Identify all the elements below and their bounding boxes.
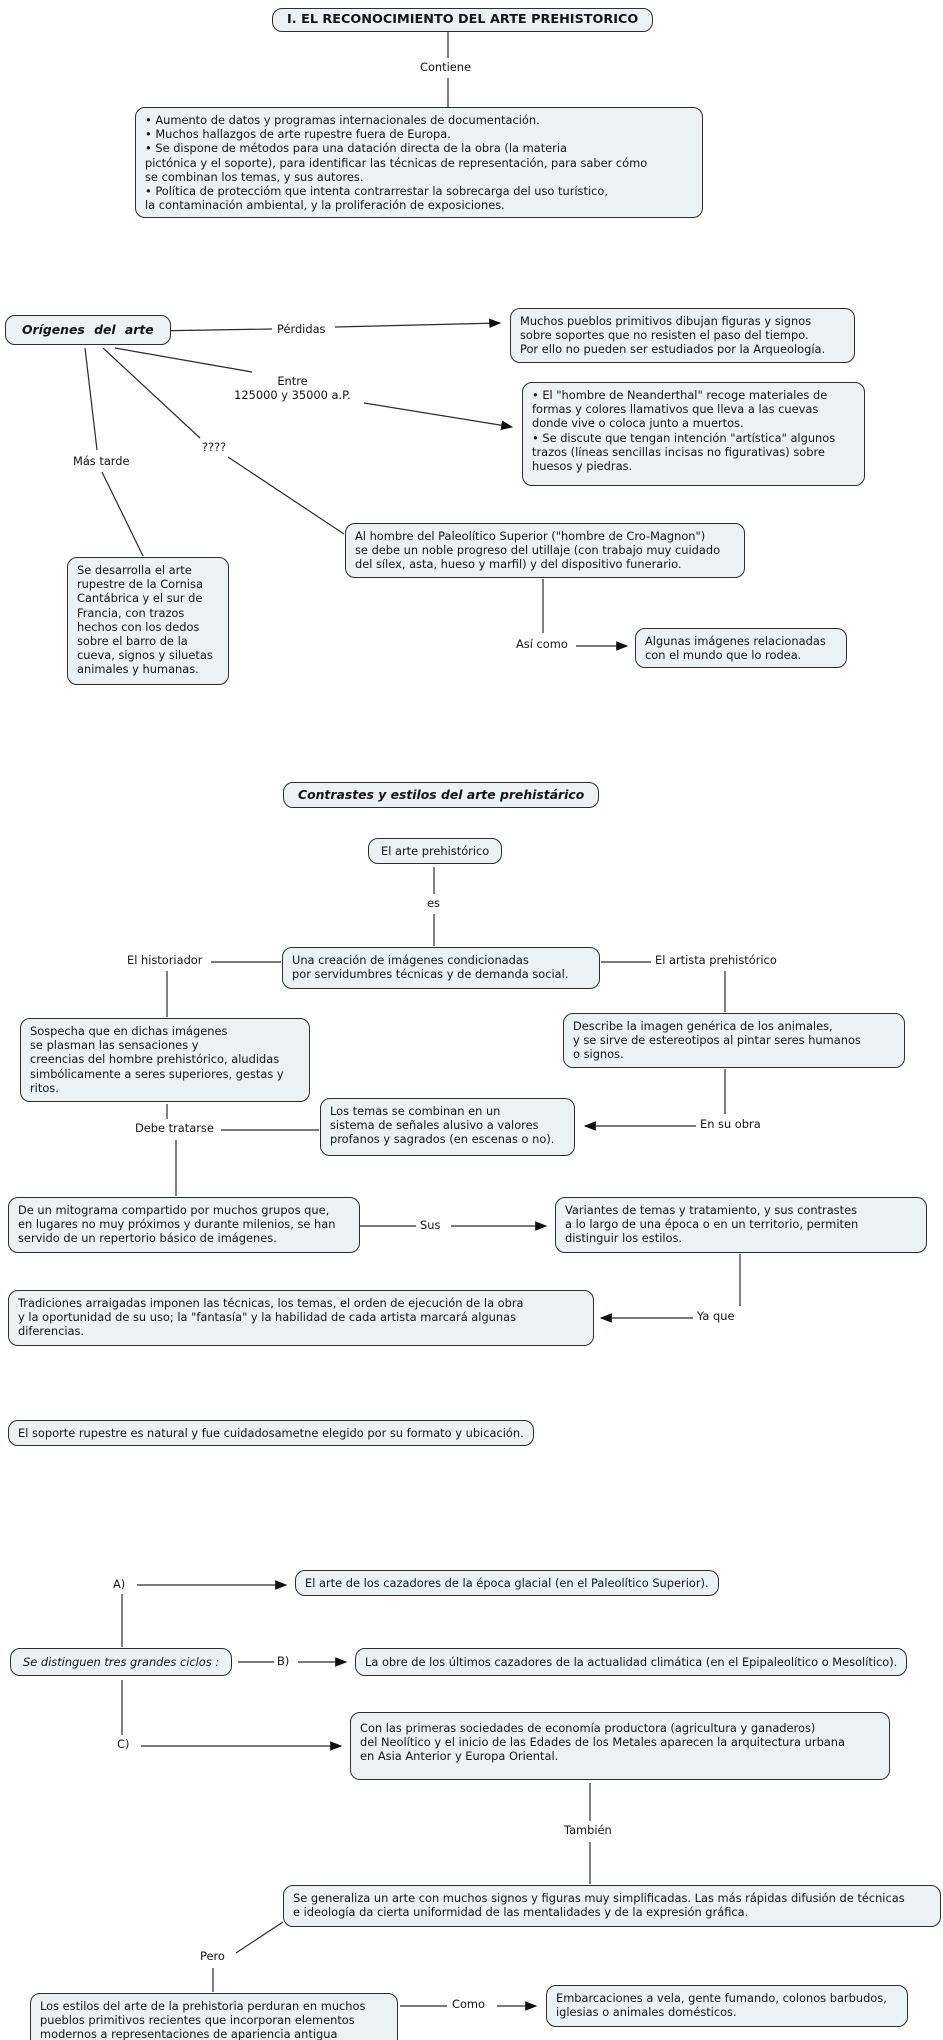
link-label-como[interactable]: Como <box>452 1997 485 2011</box>
link-label-perdidas[interactable]: Pérdidas <box>277 322 326 336</box>
link-label-debe-tratarse[interactable]: Debe tratarse <box>135 1121 214 1135</box>
node-soporte-rupestre[interactable]: El soporte rupestre es natural y fue cui… <box>8 1420 534 1447</box>
node-mitograma[interactable]: De un mitograma compartido por muchos gr… <box>8 1197 360 1253</box>
link-label-mas-tarde[interactable]: Más tarde <box>73 454 130 468</box>
node-estilos-perduran[interactable]: Los estilos del arte de la prehistoria p… <box>30 1993 398 2040</box>
link-label-entre-125000-35000[interactable]: Entre 125000 y 35000 a.P. <box>234 374 351 402</box>
node-tres-grandes-ciclos[interactable]: Se distinguen tres grandes ciclos : <box>10 1648 233 1677</box>
connector-line <box>102 347 201 439</box>
connector-line <box>114 347 253 373</box>
node-describe-imagen[interactable]: Describe la imagen genérica de los anima… <box>563 1013 905 1068</box>
connector-line <box>227 456 345 535</box>
node-el-arte-prehistorico[interactable]: El arte prehistórico <box>368 838 503 865</box>
node-arte-rupestre-cornisa[interactable]: Se desarrolla el arte rupestre de la Cor… <box>67 557 229 685</box>
node-embarcaciones[interactable]: Embarcaciones a vela, gente fumando, col… <box>546 1985 908 2027</box>
link-label-c[interactable]: C) <box>117 1737 130 1751</box>
link-label-el-artista[interactable]: El artista prehistórico <box>655 953 777 967</box>
link-label-ya-que[interactable]: Ya que <box>697 1309 735 1323</box>
link-label-es[interactable]: es <box>427 896 440 910</box>
node-algunas-imagenes[interactable]: Algunas imágenes relacionadas con el mun… <box>635 628 847 669</box>
link-label-asi-como[interactable]: Así como <box>516 637 568 651</box>
node-neanderthal[interactable]: • El "hombre de Neanderthal" recoge mate… <box>522 382 865 486</box>
node-creacion-imagenes[interactable]: Una creación de imágenes condicionadas p… <box>282 947 600 989</box>
link-label-en-su-obra[interactable]: En su obra <box>700 1117 761 1131</box>
connector-line <box>84 347 98 451</box>
node-temas-combinan[interactable]: Los temas se combinan en un sistema de s… <box>320 1098 575 1156</box>
node-se-generaliza[interactable]: Se generaliza un arte con muchos signos … <box>283 1885 941 1927</box>
node-ciclo-a[interactable]: El arte de los cazadores de la época gla… <box>295 1570 719 1597</box>
connector-line <box>235 1921 284 1954</box>
node-pueblos-primitivos[interactable]: Muchos pueblos primitivos dibujan figura… <box>510 308 855 363</box>
connector-arrow <box>334 318 502 329</box>
node-cromagnon[interactable]: Al hombre del Paleolítico Superior ("hom… <box>345 523 745 578</box>
link-label-el-historiador[interactable]: El historiador <box>127 953 203 967</box>
link-label-tambien[interactable]: También <box>564 1823 612 1837</box>
link-label-b[interactable]: B) <box>277 1654 290 1668</box>
link-label-interrogantes[interactable]: ???? <box>202 440 227 454</box>
node-sospecha[interactable]: Sospecha que en dichas imágenes se plasm… <box>20 1018 310 1102</box>
node-origenes-del-arte[interactable]: Orígenes del arte <box>5 315 171 346</box>
node-main-title[interactable]: I. EL RECONOCIMIENTO DEL ARTE PREHISTORI… <box>272 8 654 33</box>
node-ciclo-b[interactable]: La obre de los últimos cazadores de la a… <box>355 1648 908 1677</box>
connector-line <box>101 471 144 557</box>
node-ciclo-c[interactable]: Con las primeras sociedades de economía … <box>350 1712 890 1780</box>
link-label-a[interactable]: A) <box>113 1577 126 1591</box>
connector-arrow <box>363 402 514 431</box>
node-variantes[interactable]: Variantes de temas y tratamiento, y sus … <box>555 1197 927 1253</box>
link-label-pero[interactable]: Pero <box>200 1949 225 1963</box>
node-tradiciones[interactable]: Tradiciones arraigadas imponen las técni… <box>8 1290 594 1346</box>
link-label-contiene[interactable]: Contiene <box>420 60 472 74</box>
node-contrastes-title[interactable]: Contrastes y estilos del arte prehistári… <box>283 782 600 809</box>
link-label-sus[interactable]: Sus <box>420 1218 441 1232</box>
node-documentacion-detail[interactable]: • Aumento de datos y programas internaci… <box>135 107 703 219</box>
